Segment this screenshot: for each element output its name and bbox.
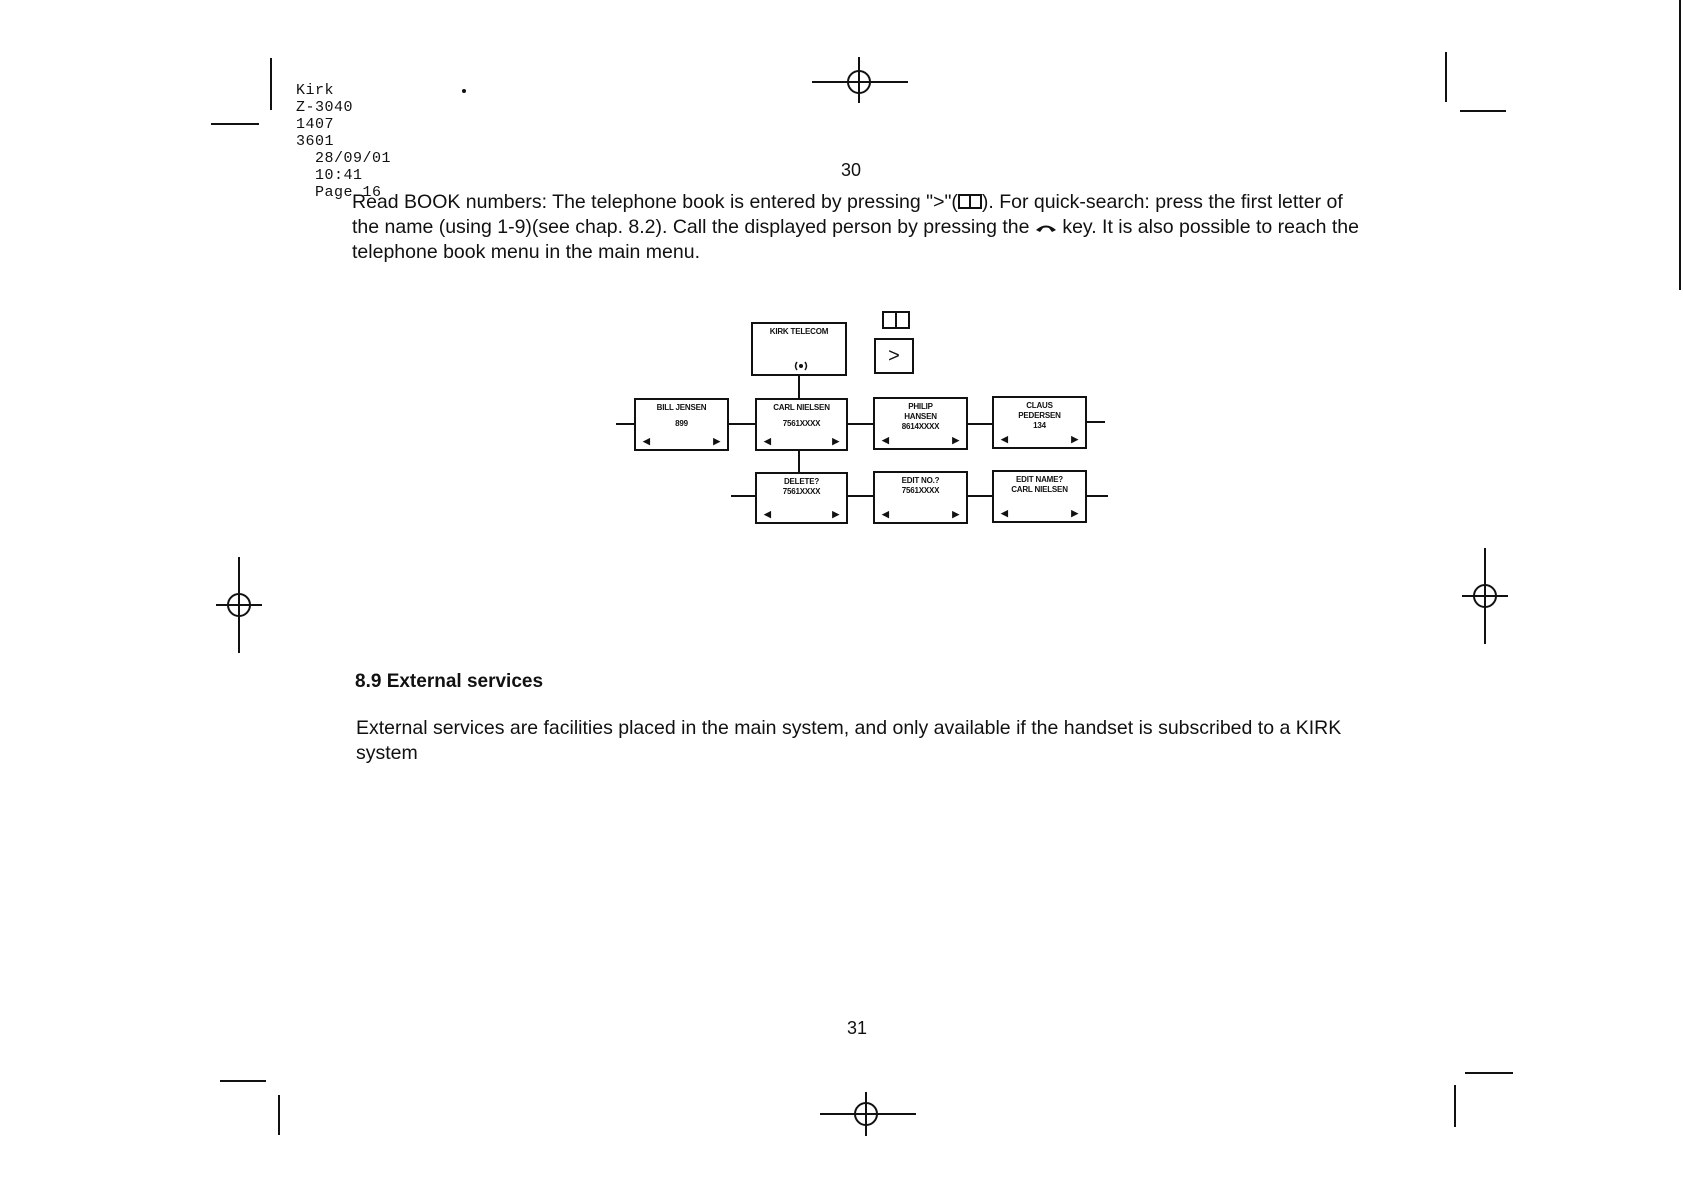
left-arrow-icon: ◀	[764, 509, 771, 519]
left-arrow-icon: ◀	[1001, 508, 1008, 518]
contact-screen-carl-nielsen: CARL NIELSEN 7561XXXX ◀ ▶	[755, 398, 848, 451]
header-page: Page 16	[315, 184, 382, 201]
registration-mark-top	[812, 57, 908, 103]
delete-screen: DELETE? 7561XXXX ◀ ▶	[755, 472, 848, 524]
header-model: Z-3040	[296, 99, 354, 116]
left-arrow-icon: ◀	[643, 436, 650, 446]
header-bar	[270, 58, 272, 110]
crop-mark-bottom-left-v	[278, 1095, 280, 1135]
phone-key-icon	[1035, 225, 1056, 232]
book-icon	[957, 194, 982, 209]
header-code1: 1407	[296, 116, 335, 133]
idle-screen: KIRK TELECOM	[751, 322, 847, 376]
page-number-bottom: 31	[847, 1018, 868, 1038]
contact-screen-claus-pedersen: CLAUS PEDERSEN 134 ◀ ▶	[992, 396, 1087, 449]
contact-screen-philip-hansen: PHILIP HANSEN 8614XXXX ◀ ▶	[873, 397, 968, 450]
left-arrow-icon: ◀	[882, 435, 889, 445]
right-arrow-icon: ▶	[832, 436, 839, 446]
registration-mark-left	[216, 557, 262, 653]
antenna-signal-icon	[794, 361, 808, 371]
crop-mark-bottom-right-h	[1465, 1072, 1513, 1074]
right-arrow-icon: ▶	[1071, 434, 1078, 444]
book-key-button: >	[874, 338, 914, 374]
diagram-book-icon	[882, 311, 910, 329]
registration-mark-bottom	[820, 1092, 916, 1136]
crop-mark-top-right-h	[1460, 110, 1506, 112]
right-arrow-icon: ▶	[713, 436, 720, 446]
crop-mark-bottom-right-v	[1454, 1085, 1456, 1127]
page-number-top: 30	[841, 160, 862, 180]
crop-mark-bottom-left-h	[220, 1080, 266, 1082]
header-date: 28/09/01	[315, 150, 392, 167]
print-header: Kirk Z-3040 1407 3601 28/09/01 10:41 Pag…	[277, 65, 391, 201]
right-edge-line	[1679, 0, 1681, 290]
left-arrow-icon: ◀	[764, 436, 771, 446]
left-arrow-icon: ◀	[882, 509, 889, 519]
crop-mark-top-right-v	[1445, 52, 1447, 102]
header-dot	[462, 89, 466, 93]
edit-number-screen: EDIT NO.? 7561XXXX ◀ ▶	[873, 471, 968, 524]
telephone-book-paragraph: Read BOOK numbers: The telephone book is…	[352, 191, 1359, 263]
contact-screen-bill-jensen: BILL JENSEN 899 ◀ ▶	[634, 398, 729, 451]
right-arrow-icon: ▶	[952, 509, 959, 519]
crop-mark-top-left	[211, 123, 259, 125]
left-arrow-icon: ◀	[1001, 434, 1008, 444]
header-brand: Kirk	[296, 82, 335, 99]
right-arrow-icon: ▶	[1071, 508, 1078, 518]
right-arrow-icon: ▶	[952, 435, 959, 445]
registration-mark-right	[1462, 548, 1508, 644]
header-time: 10:41	[315, 167, 363, 184]
edit-name-screen: EDIT NAME? CARL NIELSEN ◀ ▶	[992, 470, 1087, 523]
header-code2: 3601	[296, 133, 335, 150]
external-services-paragraph: External services are facilities placed …	[356, 717, 1342, 764]
right-arrow-icon: ▶	[832, 509, 839, 519]
section-heading: 8.9 External services	[355, 671, 544, 692]
